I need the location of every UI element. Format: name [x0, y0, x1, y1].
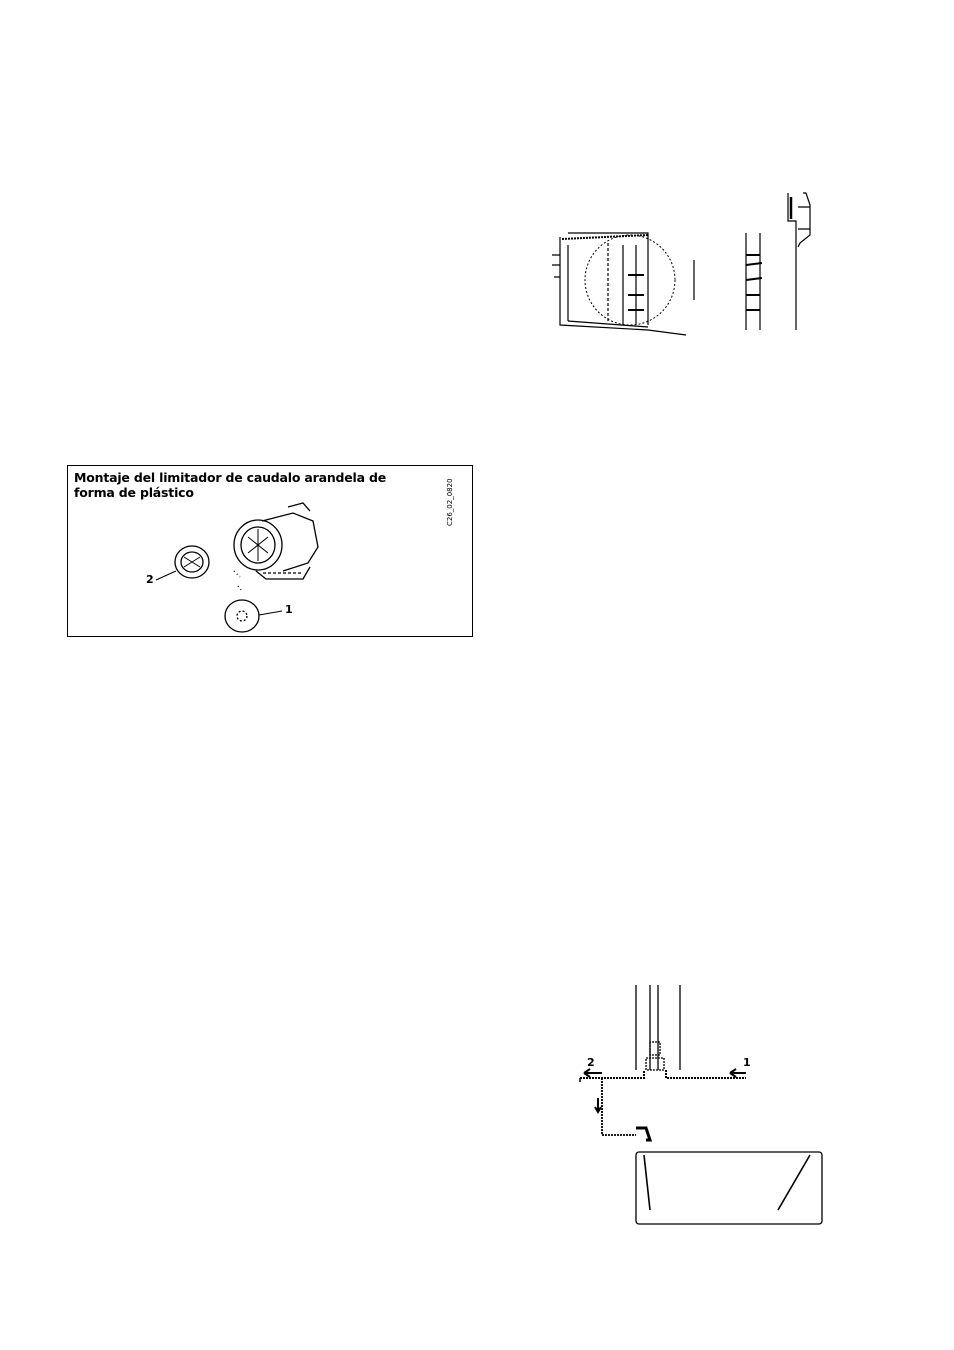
drain-callout-1: 1	[743, 1056, 751, 1069]
drain-callout-2: 2	[587, 1056, 595, 1069]
callout-2: 2	[146, 573, 154, 586]
callout-1: 1	[285, 603, 293, 616]
drain-diagram: 2 1	[570, 980, 830, 1230]
door-bracket-drawing	[548, 185, 818, 345]
figure-code: C26_02_0820	[446, 478, 454, 526]
flow-limiter-figure: Montaje del limitador de caudalo arandel…	[67, 465, 473, 637]
valve-drawing: 2 1	[138, 491, 438, 636]
